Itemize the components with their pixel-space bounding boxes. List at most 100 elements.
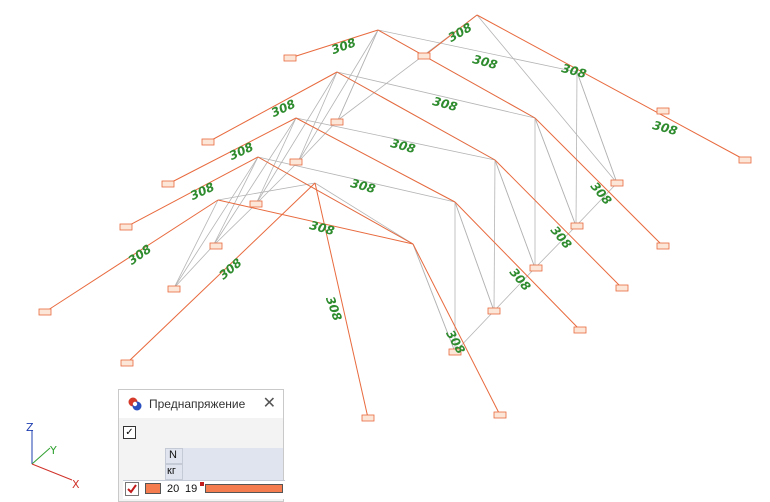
prestressed-member[interactable]: [126, 182, 316, 364]
prestressed-member[interactable]: [167, 117, 297, 185]
row-value-bar: [205, 484, 283, 493]
support-nodes: [38, 52, 752, 422]
frame-brace: [297, 71, 338, 163]
frame-beam: [212, 203, 257, 247]
support-node: [330, 118, 344, 126]
axes-triad: Z Y X: [26, 421, 80, 491]
frame-brace: [212, 117, 297, 247]
frame-beam: [217, 182, 316, 201]
col-header-force: N: [169, 449, 177, 461]
frame-beam: [493, 267, 536, 312]
prestressed-member[interactable]: [207, 71, 338, 143]
support-node: [417, 52, 431, 60]
frame-brace: [297, 29, 379, 163]
support-node: [570, 222, 584, 230]
structure-frame: [173, 14, 618, 353]
member-force-label: 308: [588, 179, 615, 207]
prestressed-member[interactable]: [257, 156, 414, 245]
frame-beam: [297, 119, 339, 163]
prestressed-member[interactable]: [494, 159, 623, 289]
member-force-label: 308: [125, 242, 154, 268]
row-value-1[interactable]: 20: [167, 483, 180, 495]
app-logo-icon: [128, 397, 142, 411]
support-node: [289, 158, 303, 166]
row-color-swatch: [145, 483, 161, 494]
row-edit-icon[interactable]: [125, 482, 139, 496]
prestressed-member[interactable]: [454, 201, 581, 331]
support-node: [610, 179, 624, 187]
member-force-label: 308: [651, 118, 679, 138]
member-force-label: 308: [431, 94, 459, 114]
prestressed-member[interactable]: [476, 14, 746, 161]
row-marker: [200, 482, 204, 486]
frame-brace: [212, 156, 259, 247]
frame-beam: [534, 225, 577, 269]
support-node: [656, 242, 670, 250]
prestressed-member[interactable]: [377, 29, 536, 119]
support-node: [38, 308, 52, 316]
support-node: [283, 54, 297, 62]
axis-y-label: Y: [49, 444, 57, 457]
member-force-label: 308: [269, 97, 298, 120]
member-force-label: 308: [443, 328, 468, 357]
row-value-2[interactable]: 19: [185, 483, 198, 495]
member-force-label: 308: [446, 20, 475, 45]
panel-title: Преднапряжение: [149, 397, 246, 411]
frame-beam: [377, 29, 578, 73]
support-node: [201, 138, 215, 146]
frame-brace: [476, 14, 618, 184]
prestressed-member[interactable]: [314, 182, 369, 419]
prestressed-member[interactable]: [336, 71, 496, 161]
support-node: [361, 414, 375, 422]
member-force-label: 308: [329, 35, 357, 57]
member-force-label: 308: [349, 176, 377, 196]
frame-brace: [337, 29, 379, 121]
member-force-label: 308: [216, 256, 244, 283]
support-node: [487, 307, 501, 315]
prestressed-member[interactable]: [412, 243, 501, 416]
support-node: [161, 180, 175, 188]
frame-brace: [173, 156, 259, 289]
axis-x-label: X: [72, 478, 80, 491]
frame-brace: [412, 243, 456, 353]
member-force-label: 308: [507, 265, 534, 293]
prestressed-member[interactable]: [534, 117, 664, 247]
panel-title-bar[interactable]: Преднапряжение ✕: [119, 390, 283, 418]
prestressed-member[interactable]: [44, 199, 219, 313]
axis-z-label: Z: [26, 421, 34, 434]
frame-brace: [173, 199, 219, 289]
prestressed-member[interactable]: [125, 156, 259, 228]
prestressed-members[interactable]: [44, 14, 746, 419]
close-icon[interactable]: ✕: [262, 395, 276, 412]
member-labels: 308 308 308 308 308 308 308 308 308 308 308 308 308 3…: [125, 20, 679, 356]
member-force-label: 308: [308, 218, 336, 238]
select-all-checkbox[interactable]: ✓: [123, 425, 136, 439]
support-node: [656, 107, 670, 115]
prestressed-member[interactable]: [295, 117, 456, 203]
member-force-label: 308: [188, 180, 217, 203]
support-node: [529, 264, 543, 272]
member-force-label: 308: [560, 61, 588, 81]
support-node: [493, 411, 507, 419]
frame-beam: [255, 161, 299, 205]
support-node: [448, 348, 462, 356]
frame-brace: [575, 71, 578, 227]
frame-beam: [314, 182, 414, 245]
frame-brace: [454, 201, 495, 312]
prestress-panel: Преднапряжение ✕ ✓ N кг 20 19: [118, 389, 285, 502]
frame-beam: [295, 117, 496, 161]
prestressed-member[interactable]: [423, 14, 478, 57]
frame-beam: [575, 182, 618, 227]
support-node: [615, 284, 629, 292]
frame-brace: [534, 117, 577, 227]
support-node: [249, 200, 263, 208]
frame-beam: [173, 245, 214, 289]
member-force-label: 308: [389, 136, 417, 156]
col-header-unit: кг: [167, 465, 176, 477]
member-force-label: 308: [227, 140, 256, 163]
support-node: [120, 359, 134, 367]
prestressed-member[interactable]: [289, 29, 379, 59]
frame-brace: [255, 71, 338, 205]
support-node: [573, 326, 587, 334]
